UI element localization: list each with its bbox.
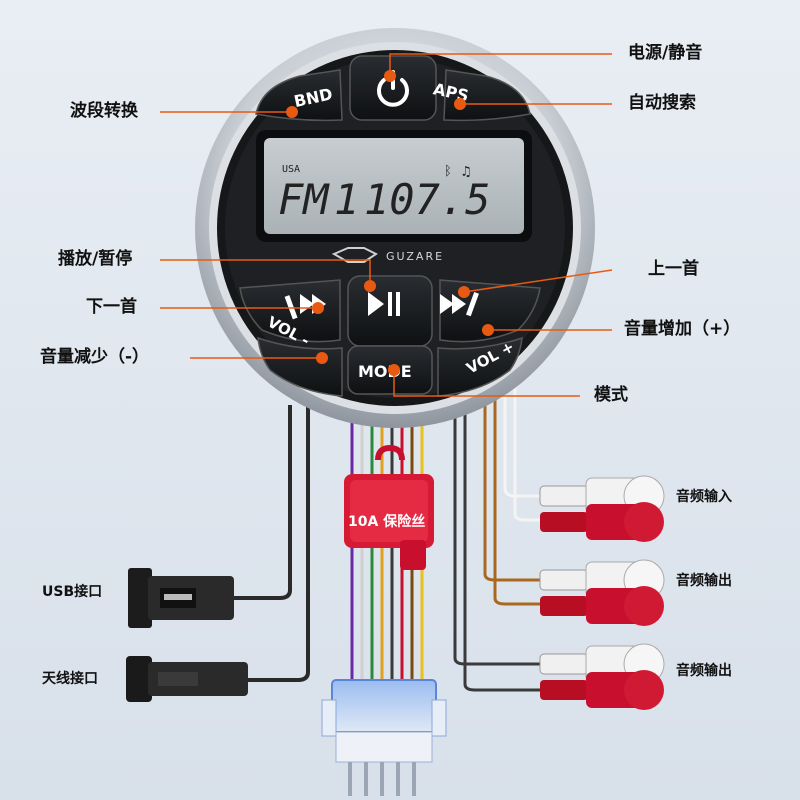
lcd-frequency: 107.5: [364, 175, 490, 224]
wire-harness: [232, 385, 548, 692]
label-audio-out-2: 音频输出: [676, 663, 732, 679]
usb-port: [128, 568, 234, 628]
rca-set-output-1: [539, 559, 665, 626]
vol-plus-button[interactable]: VOL +: [437, 336, 523, 397]
callout-dots: [286, 70, 494, 376]
label-volume-down: 音量减少（-）: [40, 347, 150, 367]
callout-lines: [160, 53, 613, 397]
play-pause-button[interactable]: [347, 275, 433, 347]
fuse-holder: [344, 444, 434, 570]
brand-name: GUZARE: [386, 250, 444, 263]
audio-in-cable: [503, 385, 548, 498]
svg-text:MODE: MODE: [358, 362, 412, 381]
audio-out-2-cable: [453, 405, 548, 666]
lcd-band: FM: [278, 175, 330, 224]
label-usb-port: USB接口: [42, 584, 103, 600]
rca-set-output-2: [539, 643, 665, 710]
music-note-icon: ♫: [462, 164, 470, 180]
label-mode: 模式: [594, 385, 628, 405]
lcd-display: USA FM 1 107.5 ᛒ ♫: [256, 130, 532, 242]
bnd-button[interactable]: BND: [255, 69, 343, 122]
label-prev-track: 下一首: [86, 297, 137, 317]
lcd-region: USA: [282, 164, 300, 175]
rca-set-input: [539, 475, 665, 542]
label-audio-out-1: 音频输出: [676, 573, 732, 589]
prev-track-button[interactable]: [239, 279, 341, 343]
label-antenna-port: 天线接口: [42, 671, 98, 687]
label-play-pause: 播放/暂停: [58, 249, 133, 269]
label-next-track: 上一首: [648, 259, 699, 279]
lcd-channel: 1: [334, 175, 359, 224]
brand-logo: GUZARE: [331, 247, 444, 263]
antenna-port: [126, 656, 248, 702]
label-fuse: 10A 保险丝: [348, 514, 426, 530]
label-volume-up: 音量增加（+）: [624, 319, 741, 339]
label-audio-in: 音频输入: [676, 489, 732, 505]
power-button[interactable]: [349, 55, 437, 121]
label-auto-search: 自动搜索: [628, 93, 696, 113]
next-icon: [440, 292, 479, 317]
usb-cable: [232, 405, 292, 600]
antenna-cable: [246, 405, 310, 682]
play-pause-icon: [368, 292, 400, 316]
bluetooth-icon: ᛒ: [444, 164, 452, 179]
harness-connector: [321, 679, 447, 796]
label-power-mute: 电源/静音: [628, 43, 703, 63]
label-band-switch: 波段转换: [70, 101, 138, 121]
